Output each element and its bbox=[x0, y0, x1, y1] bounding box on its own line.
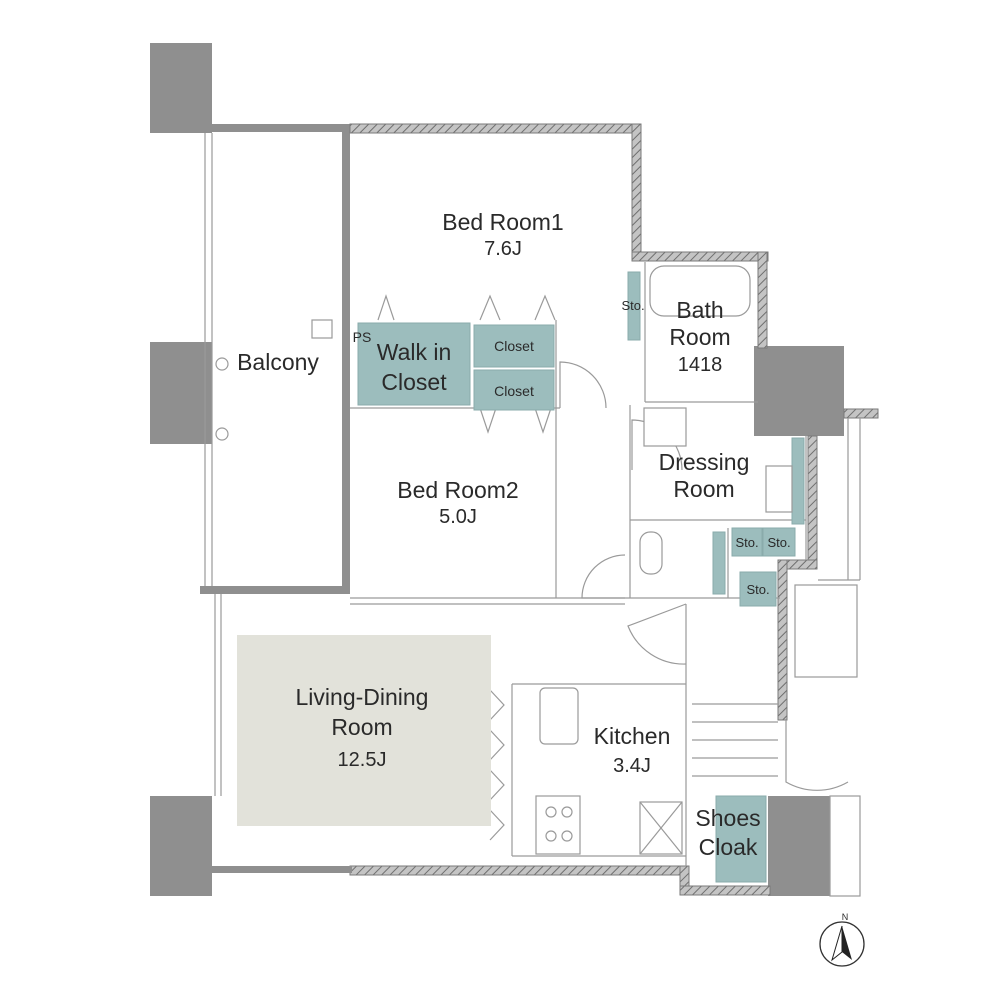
refrigerator-x-2 bbox=[639, 801, 683, 855]
door-bedroom1 bbox=[559, 361, 607, 409]
bedroom1-size: 7.6J bbox=[484, 238, 522, 260]
toilet-sto-block bbox=[712, 531, 726, 595]
sto-lower-label: Sto. bbox=[746, 582, 769, 597]
shoes-line1: Shoes bbox=[695, 805, 760, 831]
living-size: 12.5J bbox=[338, 749, 387, 771]
door-entrance bbox=[785, 720, 849, 791]
bedroom2-size: 5.0J bbox=[439, 506, 477, 528]
wall-bath-top bbox=[631, 251, 769, 262]
entry-box bbox=[829, 795, 861, 897]
sto-right2-block bbox=[762, 527, 796, 557]
stove-burner-4 bbox=[561, 830, 573, 842]
wall-bottom-hatched bbox=[349, 865, 686, 876]
sliding-panel-2 bbox=[489, 729, 505, 761]
balcony-top-wall bbox=[212, 124, 350, 132]
balcony-drain-2 bbox=[215, 427, 229, 441]
shoes-cloak-block bbox=[715, 795, 767, 883]
bedroom1-name: Bed Room1 bbox=[442, 209, 563, 235]
dressing-line2: Room bbox=[673, 476, 734, 502]
kitchen-sink bbox=[539, 687, 579, 745]
column-right-mid bbox=[754, 346, 844, 436]
bathtub bbox=[649, 265, 751, 317]
closet-lower-block bbox=[473, 369, 555, 411]
living-floor bbox=[237, 635, 491, 826]
stove-burner-1 bbox=[545, 806, 557, 818]
column-bottom-right bbox=[768, 796, 830, 896]
kitchen-name: Kitchen bbox=[594, 723, 671, 749]
door-closet-upper-left bbox=[479, 294, 501, 321]
balcony-name: Balcony bbox=[237, 349, 319, 375]
closet-lower-label: Closet bbox=[494, 383, 534, 399]
sto-bath-block bbox=[627, 271, 641, 341]
sto-bath-label: Sto. bbox=[621, 298, 644, 313]
wall-bath-right bbox=[757, 251, 768, 349]
washing-machine bbox=[643, 407, 687, 447]
door-closet-lower-right bbox=[534, 407, 552, 434]
closet-upper-block bbox=[473, 324, 555, 368]
wall-right-mid bbox=[807, 435, 818, 567]
sto-lower-block bbox=[739, 571, 777, 607]
wash-basin bbox=[765, 465, 793, 513]
dressing-line1: Dressing bbox=[659, 449, 750, 475]
compass-icon: N bbox=[819, 912, 865, 967]
walkin-closet-block bbox=[357, 322, 471, 406]
bath-size: 1418 bbox=[678, 354, 723, 376]
stove-burner-3 bbox=[545, 830, 557, 842]
ps-duct bbox=[311, 319, 333, 339]
door-walkin-left bbox=[377, 294, 395, 321]
walkin-line1: Walk in bbox=[377, 339, 452, 365]
bedroom2-name: Bed Room2 bbox=[397, 477, 518, 503]
door-closet-upper-right bbox=[534, 294, 556, 321]
closet-upper-label: Closet bbox=[494, 338, 534, 354]
shoes-line2: Cloak bbox=[699, 834, 758, 860]
corridor-box bbox=[794, 584, 858, 678]
wall-right-stub bbox=[843, 408, 879, 419]
ps-label: PS bbox=[353, 329, 372, 345]
balcony-divider-wall bbox=[342, 132, 350, 592]
bath-line2: Room bbox=[669, 324, 730, 350]
balcony-bottom-wall bbox=[200, 586, 350, 594]
sliding-panel-1 bbox=[489, 689, 505, 721]
sliding-panel-3 bbox=[489, 769, 505, 801]
wall-bottom-left bbox=[212, 866, 352, 873]
walkin-line2: Closet bbox=[381, 369, 447, 395]
compass-north-label: N bbox=[842, 912, 849, 922]
balcony-drain-1 bbox=[215, 357, 229, 371]
sto-right2-label: Sto. bbox=[767, 535, 790, 550]
door-bedroom2 bbox=[581, 554, 626, 599]
living-line1: Living-Dining bbox=[296, 684, 429, 710]
sliding-panel-4 bbox=[489, 809, 505, 841]
sto-right1-label: Sto. bbox=[735, 535, 758, 550]
stove-burner-2 bbox=[561, 806, 573, 818]
living-line2: Room bbox=[331, 714, 392, 740]
door-living bbox=[627, 603, 687, 665]
wall-top-hatched bbox=[349, 123, 641, 134]
sto-right1-block bbox=[731, 527, 763, 557]
dressing-counter-block bbox=[791, 437, 805, 525]
bath-line1: Bath bbox=[676, 297, 723, 323]
wall-right-lower bbox=[777, 559, 788, 721]
door-closet-lower-left bbox=[479, 407, 497, 434]
kitchen-stove bbox=[535, 795, 581, 855]
column-bottom-left bbox=[150, 796, 212, 896]
wall-bottom-right bbox=[679, 885, 771, 896]
kitchen-size: 3.4J bbox=[613, 755, 651, 777]
column-top-left bbox=[150, 43, 212, 133]
column-mid-left bbox=[150, 342, 212, 444]
toilet bbox=[639, 531, 663, 575]
wall-bedroom1-right bbox=[631, 123, 642, 260]
